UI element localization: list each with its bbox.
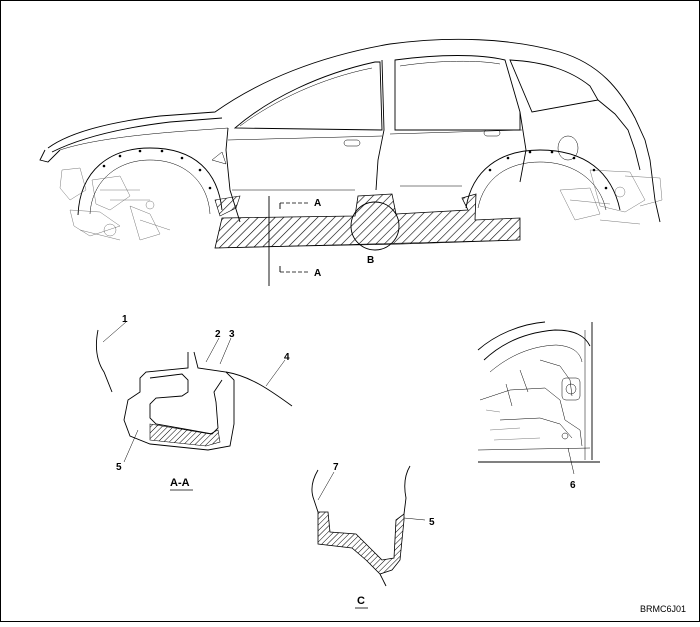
part-4-label: 4 — [284, 352, 290, 363]
section-a-top-label: A — [314, 198, 321, 209]
rocker-panel-cross-section — [96, 321, 293, 463]
rocker-panel-cross-section-c — [311, 465, 426, 587]
part-5-left-label: 5 — [116, 462, 122, 473]
car-side-view — [39, 38, 663, 286]
part-3-label: 3 — [229, 329, 235, 340]
part-1-label: 1 — [122, 314, 128, 325]
part-7-label: 7 — [333, 462, 339, 473]
wheel-arch-detail — [477, 321, 600, 475]
part-5-right-label: 5 — [429, 517, 435, 528]
view-c-caption: C — [357, 595, 365, 607]
figure-code: BRMC6J01 — [640, 604, 686, 614]
part-2-label: 2 — [215, 329, 221, 340]
detail-b-label: B — [367, 255, 374, 266]
view-aa-caption: A-A — [170, 477, 190, 489]
section-a-bottom-label: A — [314, 268, 321, 279]
part-6-label: 6 — [570, 480, 576, 491]
